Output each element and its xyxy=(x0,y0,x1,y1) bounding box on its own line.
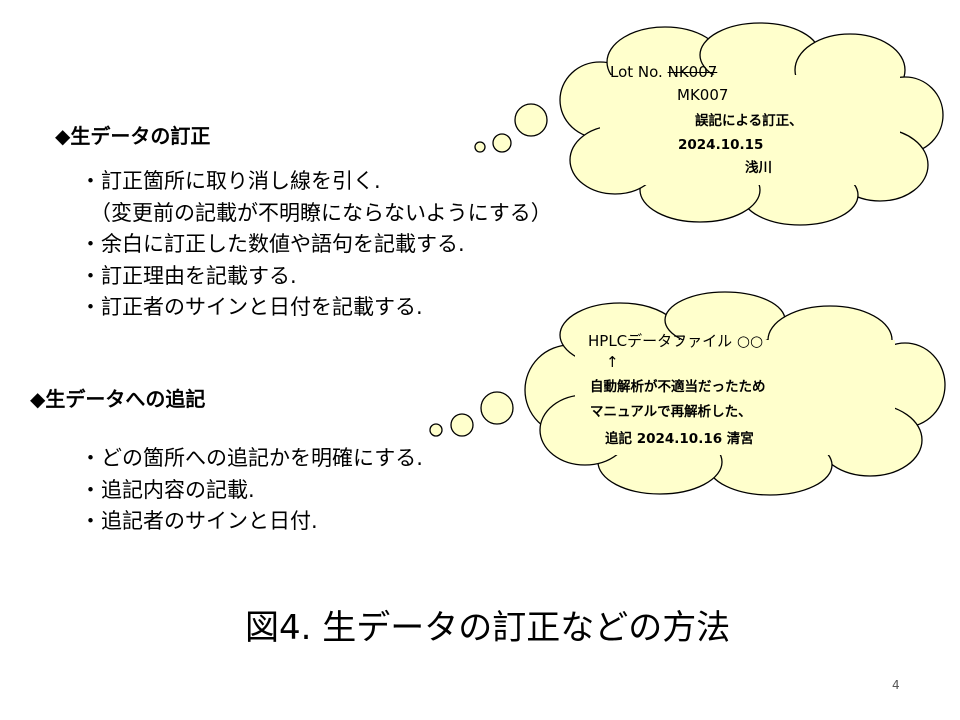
lot-prefix: Lot No. xyxy=(610,63,668,81)
list-item: ・訂正箇所に取り消し線を引く. xyxy=(80,169,381,193)
lot-new-value: MK007 xyxy=(677,86,729,104)
hplc-file-line: HPLCデータファイル ○○ xyxy=(588,332,764,350)
correction-reason: 誤記による訂正、 xyxy=(695,113,803,129)
addition-line-3: 追記 2024.10.16 清宮 xyxy=(605,431,754,447)
addition-note-cloud xyxy=(429,291,946,496)
figure-caption: 図4. 生データの訂正などの方法 xyxy=(245,608,731,648)
list-item: ・余白に訂正した数値や語句を記載する. xyxy=(80,232,465,256)
correction-bullet-list: ・訂正箇所に取り消し線を引く. （変更前の記載が不明瞭にならないようにする） ・… xyxy=(80,166,552,324)
lot-old-value: NK007 xyxy=(667,63,718,81)
list-item: （変更前の記載が不明瞭にならないようにする） xyxy=(90,200,552,225)
list-item: ・追記内容の記載. xyxy=(80,477,255,502)
correction-date: 2024.10.15 xyxy=(678,137,764,153)
addition-bullet-list: ・どの箇所への追記かを明確にする. ・追記内容の記載. ・追記者のサインと日付. xyxy=(80,443,423,538)
list-item: ・どの箇所への追記かを明確にする. xyxy=(80,446,423,470)
list-item: ・訂正者のサインと日付を記載する. xyxy=(80,295,423,319)
page-number: 4 xyxy=(892,678,900,692)
addition-line-2: マニュアルで再解析した、 xyxy=(590,404,752,420)
list-item: ・追記者のサインと日付. xyxy=(80,509,318,533)
section-heading-addition: ◆生データへの追記 xyxy=(30,387,206,411)
addition-line-1: 自動解析が不適当だったため xyxy=(590,379,766,395)
lot-number-line: Lot No. NK007 xyxy=(610,62,717,82)
list-item: ・訂正理由を記載する. xyxy=(80,263,297,288)
up-arrow: ↑ xyxy=(606,353,619,371)
correction-signer: 浅川 xyxy=(745,160,772,176)
section-heading-correction: ◆生データの訂正 xyxy=(55,124,211,148)
correction-note-cloud xyxy=(474,22,944,226)
